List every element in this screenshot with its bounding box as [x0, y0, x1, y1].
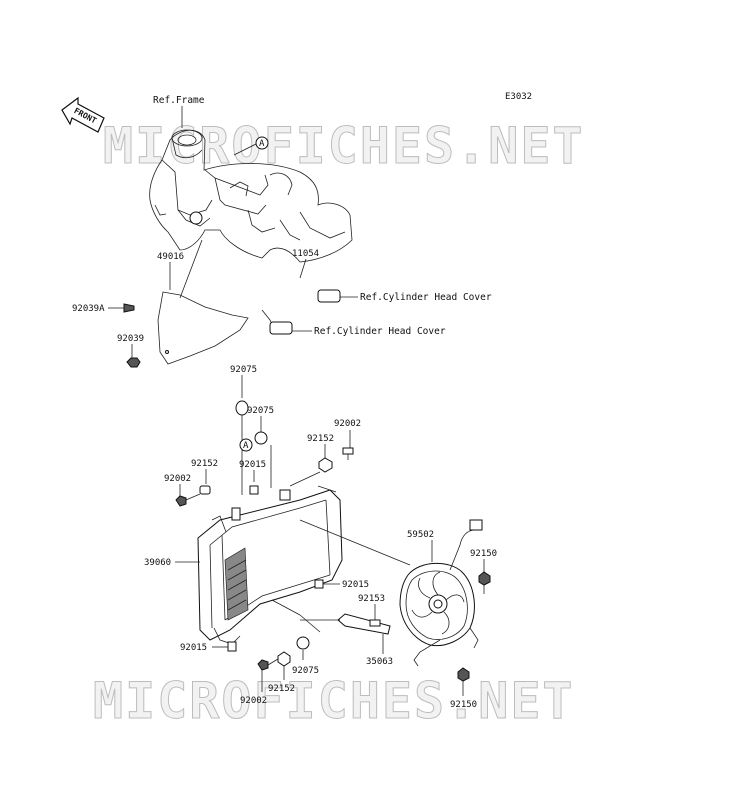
part-59502: 59502 — [407, 530, 434, 540]
part-92152-bot: 92152 — [268, 684, 295, 694]
part-92015-top: 92015 — [239, 460, 266, 470]
part-92015-bot: 92015 — [180, 643, 207, 653]
part-39060: 39060 — [144, 558, 171, 568]
part-35063: 35063 — [366, 657, 393, 667]
part-92015-mid: 92015 — [342, 580, 369, 590]
ref-head-cover-1: Ref.Cylinder Head Cover — [360, 292, 492, 303]
part-92150-bot: 92150 — [450, 700, 477, 710]
frame-drawing: A — [149, 129, 353, 263]
part-92002-right: 92002 — [334, 419, 361, 429]
callout-a-top: A — [259, 139, 265, 149]
part-11054: 11054 — [292, 249, 319, 259]
part-92039: 92039 — [117, 334, 144, 344]
part-92039A: 92039A — [72, 304, 105, 314]
radiator-39060 — [197, 485, 343, 645]
ref-head-cover-2: Ref.Cylinder Head Cover — [314, 326, 446, 337]
part-92153: 92153 — [358, 594, 385, 604]
callout-a-mid: A — [243, 441, 249, 451]
watermark-top: MICROFICHES.NET — [103, 117, 585, 175]
watermark-bottom: MICROFICHES.NET — [93, 672, 575, 730]
part-49016: 49016 — [157, 252, 184, 262]
front-arrow-icon: FRONT — [61, 96, 105, 133]
ref-frame-label: Ref.Frame — [153, 95, 205, 106]
bracket-49016 — [157, 291, 249, 365]
part-92075-bot: 92075 — [292, 666, 319, 676]
breather-hose-11054 — [257, 283, 341, 335]
diagram-code: E3032 — [505, 92, 532, 102]
part-92152-right: 92152 — [307, 434, 334, 444]
fan-59502 — [399, 519, 483, 667]
part-92075-mid: 92075 — [247, 406, 274, 416]
part-92002-left: 92002 — [164, 474, 191, 484]
part-92075-top: 92075 — [230, 365, 257, 375]
part-92150-top: 92150 — [470, 549, 497, 559]
part-92002-bot: 92002 — [240, 696, 267, 706]
part-92152-left: 92152 — [191, 459, 218, 469]
stay-35063 — [337, 613, 391, 635]
